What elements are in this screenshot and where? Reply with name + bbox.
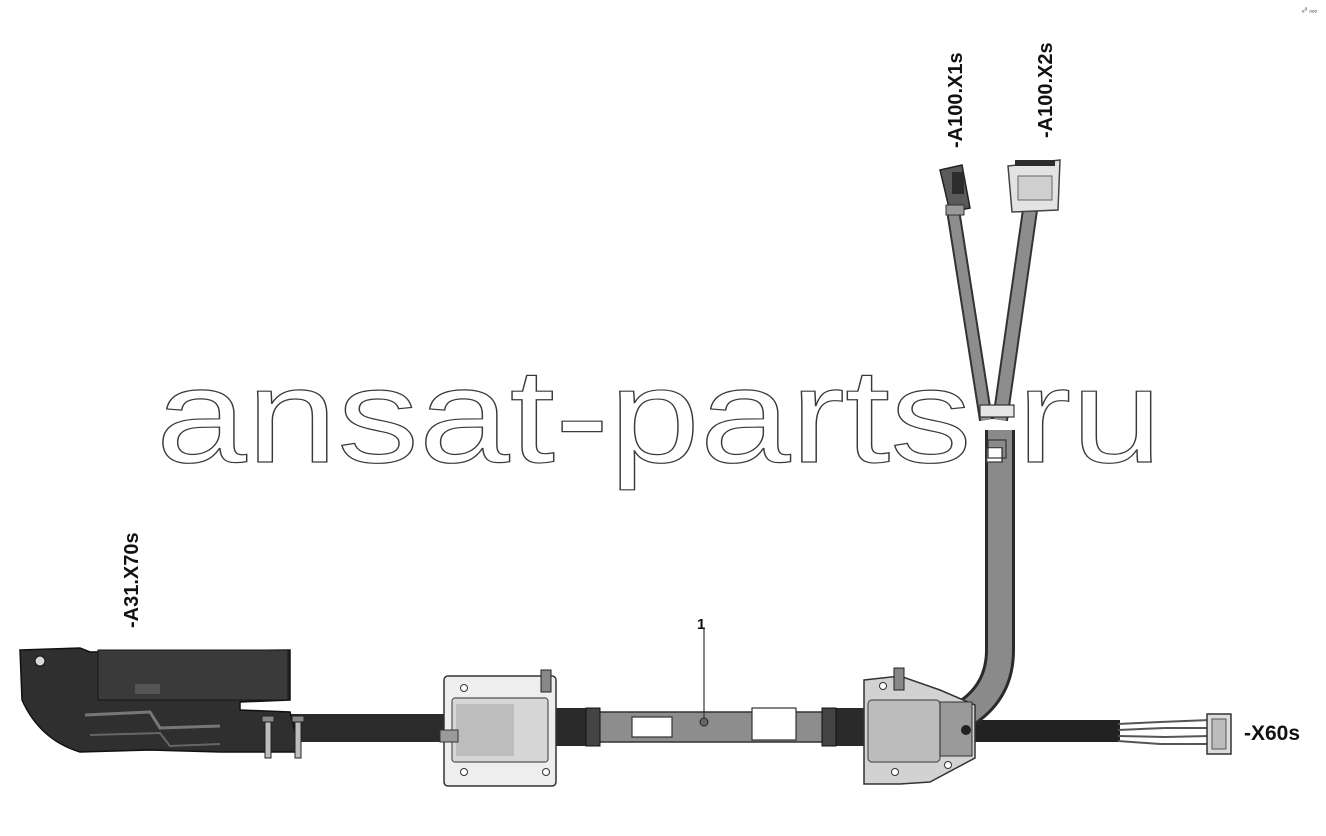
main-cable xyxy=(290,708,1120,746)
cable-tags xyxy=(585,707,837,747)
x60s-wires xyxy=(1117,719,1211,745)
label-x60s: -X60s xyxy=(1244,722,1300,745)
callout-1-label: 1 xyxy=(697,616,705,633)
label-a100-x2s: -A100.X2s xyxy=(1035,42,1057,138)
a100-x1s-connector xyxy=(939,164,971,216)
label-a100-x1s: -A100.X1s xyxy=(945,52,967,148)
a100-x2s-connector xyxy=(1007,159,1061,213)
x60s-connector xyxy=(1206,713,1232,755)
watermark: ansat-parts.ru xyxy=(156,342,1162,491)
label-a31-x70s: -A31.X70s xyxy=(121,532,143,628)
left-mounting-bracket xyxy=(439,669,557,787)
a31-x70s-connector xyxy=(19,647,305,759)
watermark-dot-box xyxy=(987,439,1007,459)
right-junction-housing xyxy=(863,667,976,785)
corner-mark: ₑᵒ ₒₒₒ xyxy=(1302,7,1317,14)
